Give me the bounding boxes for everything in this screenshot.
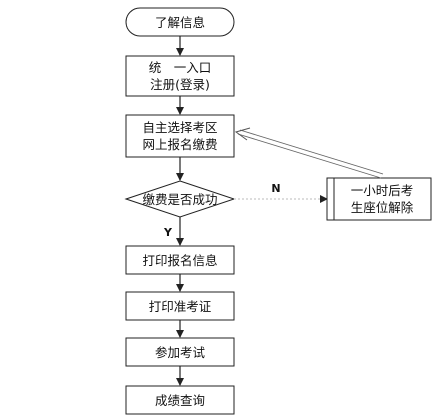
release-seat-label-line1: 一小时后考 — [351, 183, 414, 198]
register-label-line1: 统 一入口 — [149, 60, 212, 75]
edge-yes-label: Y — [163, 226, 173, 239]
start-node: 了解信息 — [125, 7, 235, 37]
edge-release-return — [234, 127, 384, 179]
print-ticket-node: 打印准考证 — [125, 291, 235, 321]
query-score-label: 成绩查询 — [155, 393, 205, 408]
release-seat-node: 一小时后考 生座位解除 — [326, 177, 432, 221]
payment-decision-node: 缴费是否成功 — [124, 180, 236, 218]
take-exam-node: 参加考试 — [125, 337, 235, 367]
query-score-node: 成绩查询 — [125, 385, 235, 415]
edge-no-label: N — [271, 182, 280, 195]
select-exam-label-line2: 网上报名缴费 — [142, 137, 217, 152]
start-label: 了解信息 — [155, 15, 205, 30]
select-exam-node: 自主选择考区 网上报名缴费 — [125, 114, 235, 158]
select-exam-label-line1: 自主选择考区 — [142, 120, 217, 135]
register-label-line2: 注册(登录) — [150, 77, 210, 92]
print-ticket-label: 打印准考证 — [149, 299, 212, 314]
print-info-label: 打印报名信息 — [142, 253, 217, 268]
print-info-node: 打印报名信息 — [125, 245, 235, 275]
register-node: 统 一入口 注册(登录) — [125, 55, 235, 97]
payment-decision-label: 缴费是否成功 — [142, 192, 217, 207]
release-seat-label-line2: 生座位解除 — [351, 200, 414, 215]
take-exam-label: 参加考试 — [155, 345, 206, 360]
